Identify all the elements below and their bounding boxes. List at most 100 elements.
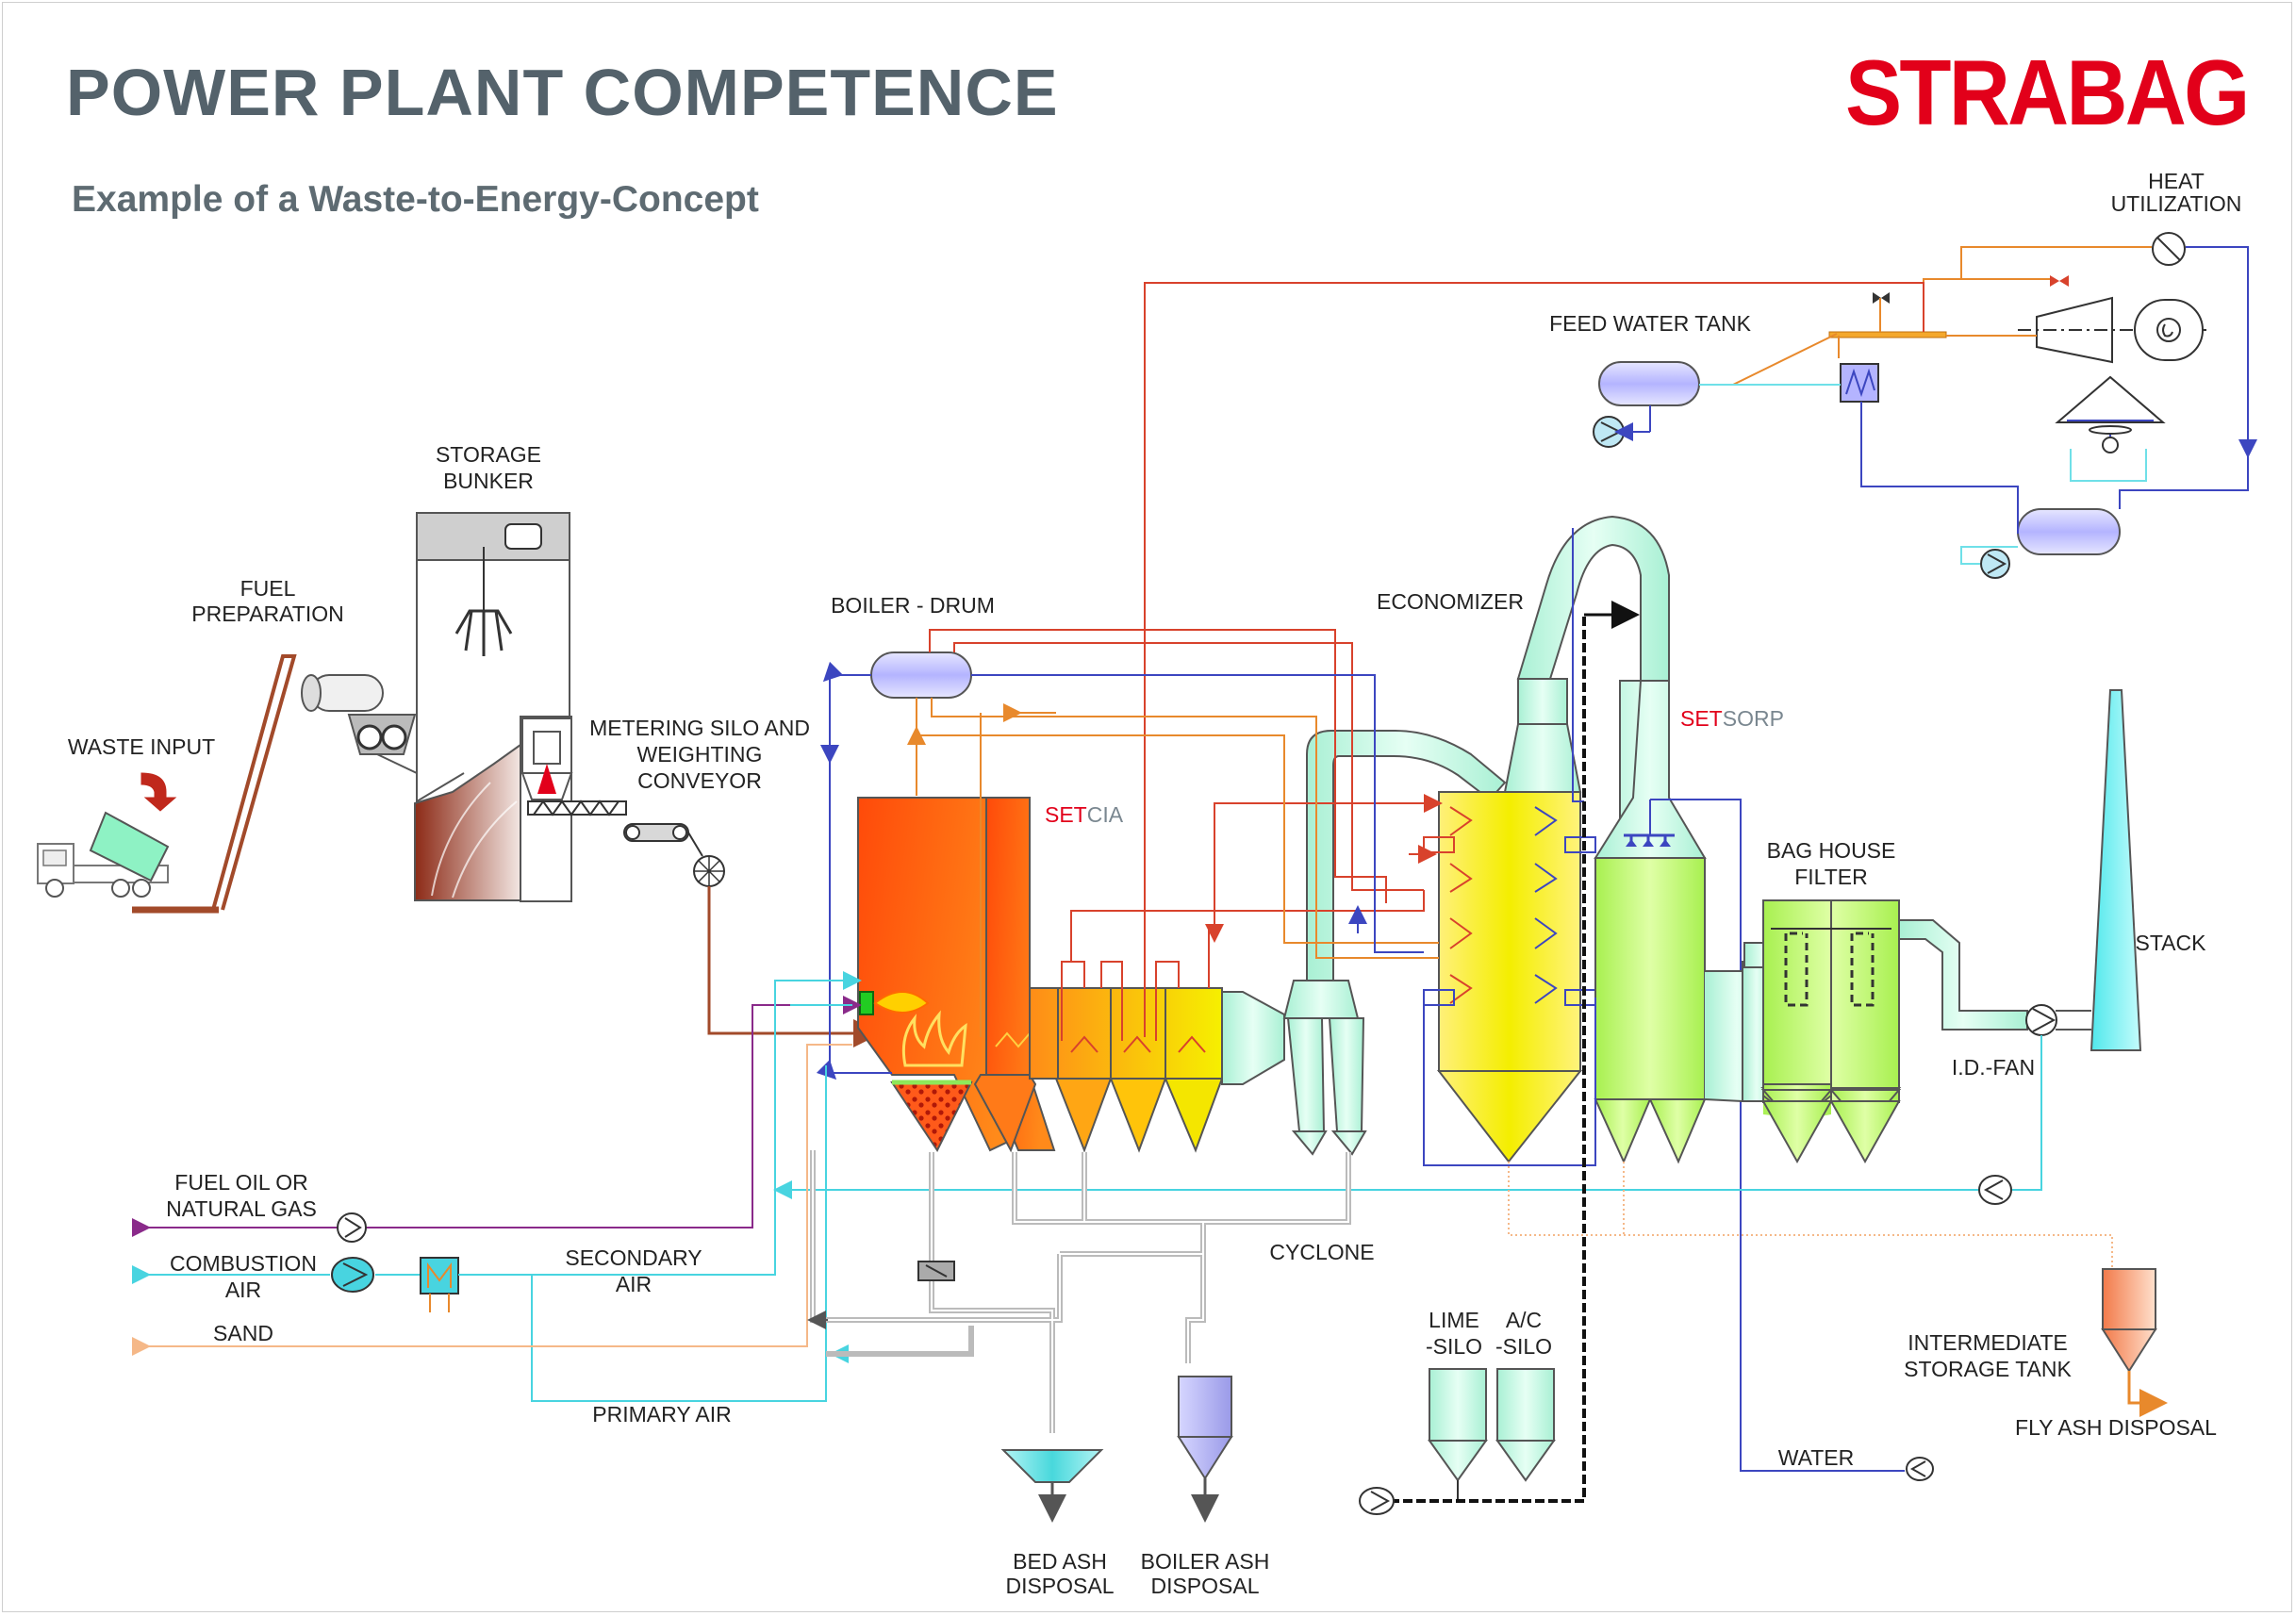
ash-conveyors — [810, 1150, 1351, 1433]
label-natural-gas: NATURAL GAS — [166, 1196, 317, 1221]
drum-steam-red-2 — [953, 642, 1424, 891]
label-setcia-cia: CIA — [1087, 802, 1124, 827]
eco-blue-feed — [1572, 528, 1584, 802]
label-fuel: FUEL — [240, 576, 296, 601]
setsorp-reactor — [1594, 680, 1875, 1472]
label-stack: STACK — [2136, 931, 2207, 955]
label-water: WATER — [1778, 1445, 1855, 1470]
id-fan — [2025, 1004, 2057, 1036]
stack — [2090, 689, 2142, 1051]
drum-water-orange-1 — [916, 698, 1439, 944]
label-storage-tank: STORAGE TANK — [1904, 1357, 2072, 1381]
condensate-pump — [1980, 549, 2010, 579]
label-boiler-ash-disposal: DISPOSAL — [1150, 1574, 1259, 1598]
steam-cycle-lines — [1699, 246, 2257, 565]
fuel-feed-line — [707, 886, 882, 1047]
eco-blue-bottom — [1423, 998, 1596, 1166]
label-secondary-air: AIR — [616, 1272, 652, 1296]
storage-bunker — [376, 512, 572, 902]
label-feed-water-tank: FEED WATER TANK — [1549, 311, 1751, 336]
label-boiler-drum: BOILER - DRUM — [831, 593, 995, 618]
label-bag-house: BAG HOUSE — [1767, 838, 1896, 863]
intermediate-storage-tank — [2101, 1268, 2168, 1417]
page-title: POWER PLANT COMPETENCE — [66, 56, 1059, 129]
label-boiler-ash: BOILER ASH — [1141, 1549, 1270, 1574]
label-preparation: PREPARATION — [191, 602, 343, 626]
drum-steam-red-1 — [929, 629, 1387, 903]
main-steam-line — [1144, 282, 1924, 1037]
page-subtitle: Example of a Waste-to-Energy-Concept — [72, 179, 759, 220]
lime-silo — [1428, 1368, 1488, 1482]
heat-utilization-exchanger — [2152, 232, 2186, 266]
economizer — [1423, 791, 1596, 1163]
label-combustion: COMBUSTION — [170, 1251, 317, 1276]
label-filter: FILTER — [1794, 865, 1868, 889]
water-pump — [1906, 1457, 1934, 1481]
label-economizer: ECONOMIZER — [1377, 589, 1524, 614]
drum-blue-eco — [971, 674, 1424, 953]
weighting-conveyor — [623, 823, 689, 842]
condensate-tank — [2017, 508, 2121, 555]
valve-2 — [2050, 275, 2069, 287]
downcomer-blue — [816, 661, 892, 1080]
label-bunker: BUNKER — [443, 469, 534, 493]
screw-conveyor — [527, 800, 627, 816]
strabag-logo: STRABAG — [1845, 41, 2250, 144]
label-utilization: UTILIZATION — [2111, 191, 2242, 216]
condenser — [2055, 375, 2166, 453]
fly-ash-lines — [1508, 1162, 2113, 1269]
label-setcia-set: SET — [1045, 802, 1087, 827]
ash-conveyors-inner — [812, 1150, 1349, 1433]
label-cyclone: CYCLONE — [1269, 1240, 1374, 1264]
boiler-ash-silo — [1177, 1376, 1233, 1523]
boiler-drum — [870, 651, 972, 699]
feed-water-pump — [1593, 416, 1625, 448]
label-lime-silo: -SILO — [1426, 1334, 1482, 1359]
label-ac-silo: -SILO — [1495, 1334, 1552, 1359]
drum-water-orange-2 — [931, 698, 1439, 959]
bed-ash-hopper — [1000, 1449, 1104, 1523]
label-setsorp-set: SET — [1680, 706, 1723, 731]
second-pass — [973, 797, 1056, 1153]
label-intermediate: INTERMEDIATE — [1908, 1330, 2068, 1355]
label-fly-ash: FLY ASH DISPOSAL — [2015, 1415, 2217, 1440]
label-fuel-oil: FUEL OIL OR — [174, 1170, 307, 1195]
steam-header — [1828, 331, 1947, 338]
metering-silo — [520, 717, 573, 800]
sand-line — [132, 1044, 852, 1356]
sorbent-line — [1359, 601, 1640, 1515]
red-to-pass — [1205, 802, 1424, 943]
label-bed-ash: BED ASH — [1013, 1549, 1107, 1574]
red-to-pass-2 — [1070, 890, 1425, 962]
label-lime: LIME — [1429, 1308, 1479, 1332]
fuel-preparation-shredder — [301, 674, 417, 755]
label-metering-1: METERING SILO AND — [589, 716, 810, 740]
waste-input-arrow — [140, 772, 177, 812]
label-ac: A/C — [1506, 1308, 1542, 1332]
bag-house-cones — [1761, 1100, 1901, 1164]
flap-valve — [917, 1261, 955, 1281]
label-setsorp: SETSORP — [1680, 706, 1784, 731]
label-setcia: SETCIA — [1045, 802, 1124, 827]
fan-duct — [1898, 919, 2028, 1031]
waste-truck — [37, 811, 170, 898]
generator — [2134, 299, 2204, 361]
rotary-feeder — [693, 855, 725, 887]
labels: HEAT UTILIZATION FEED WATER TANK STORAGE… — [68, 169, 2242, 1598]
label-setsorp-sorp: SORP — [1723, 706, 1784, 731]
cyclone — [1282, 730, 1507, 1156]
label-metering-2: WEIGHTING — [637, 742, 763, 767]
label-metering-3: CONVEYOR — [637, 768, 762, 793]
combustion-air-line — [132, 971, 2042, 1402]
label-primary-air: PRIMARY AIR — [592, 1402, 731, 1426]
label-heat: HEAT — [2148, 169, 2205, 193]
label-combustion-air: AIR — [225, 1278, 261, 1302]
label-storage: STORAGE — [436, 442, 541, 467]
label-bed-ash-disposal: DISPOSAL — [1005, 1574, 1114, 1598]
label-id-fan: I.D.-FAN — [1952, 1055, 2035, 1080]
label-sand: SAND — [213, 1321, 273, 1345]
label-waste-input: WASTE INPUT — [68, 734, 215, 759]
preheater — [1840, 363, 1879, 403]
